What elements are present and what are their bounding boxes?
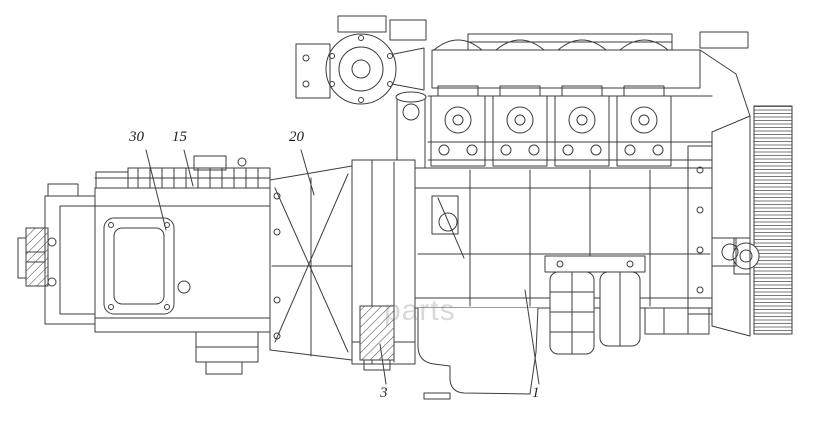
gearbox-front-drawing: [17, 183, 96, 325]
oil-pan-drawing: [417, 307, 539, 400]
callout-label-30: 30: [129, 129, 144, 145]
callout-label-1: 1: [532, 385, 540, 401]
fan-disc-drawing: [732, 105, 793, 335]
oil-filters-drawing: [544, 255, 646, 355]
valve-cover-drawing: [431, 31, 751, 117]
callout-label-15: 15: [172, 129, 187, 145]
intake-stack-drawing: [395, 91, 427, 169]
gearbox-drawing: [94, 155, 271, 375]
callout-label-3: 3: [380, 385, 388, 401]
turbocharger-drawing: [295, 15, 427, 105]
callout-leader-lines-drawing: [145, 149, 540, 385]
flywheel-housing-drawing: [687, 115, 751, 337]
starter-drawing: [359, 305, 395, 371]
callout-label-20: 20: [289, 129, 304, 145]
cylinder-heads-drawing: [427, 85, 713, 167]
